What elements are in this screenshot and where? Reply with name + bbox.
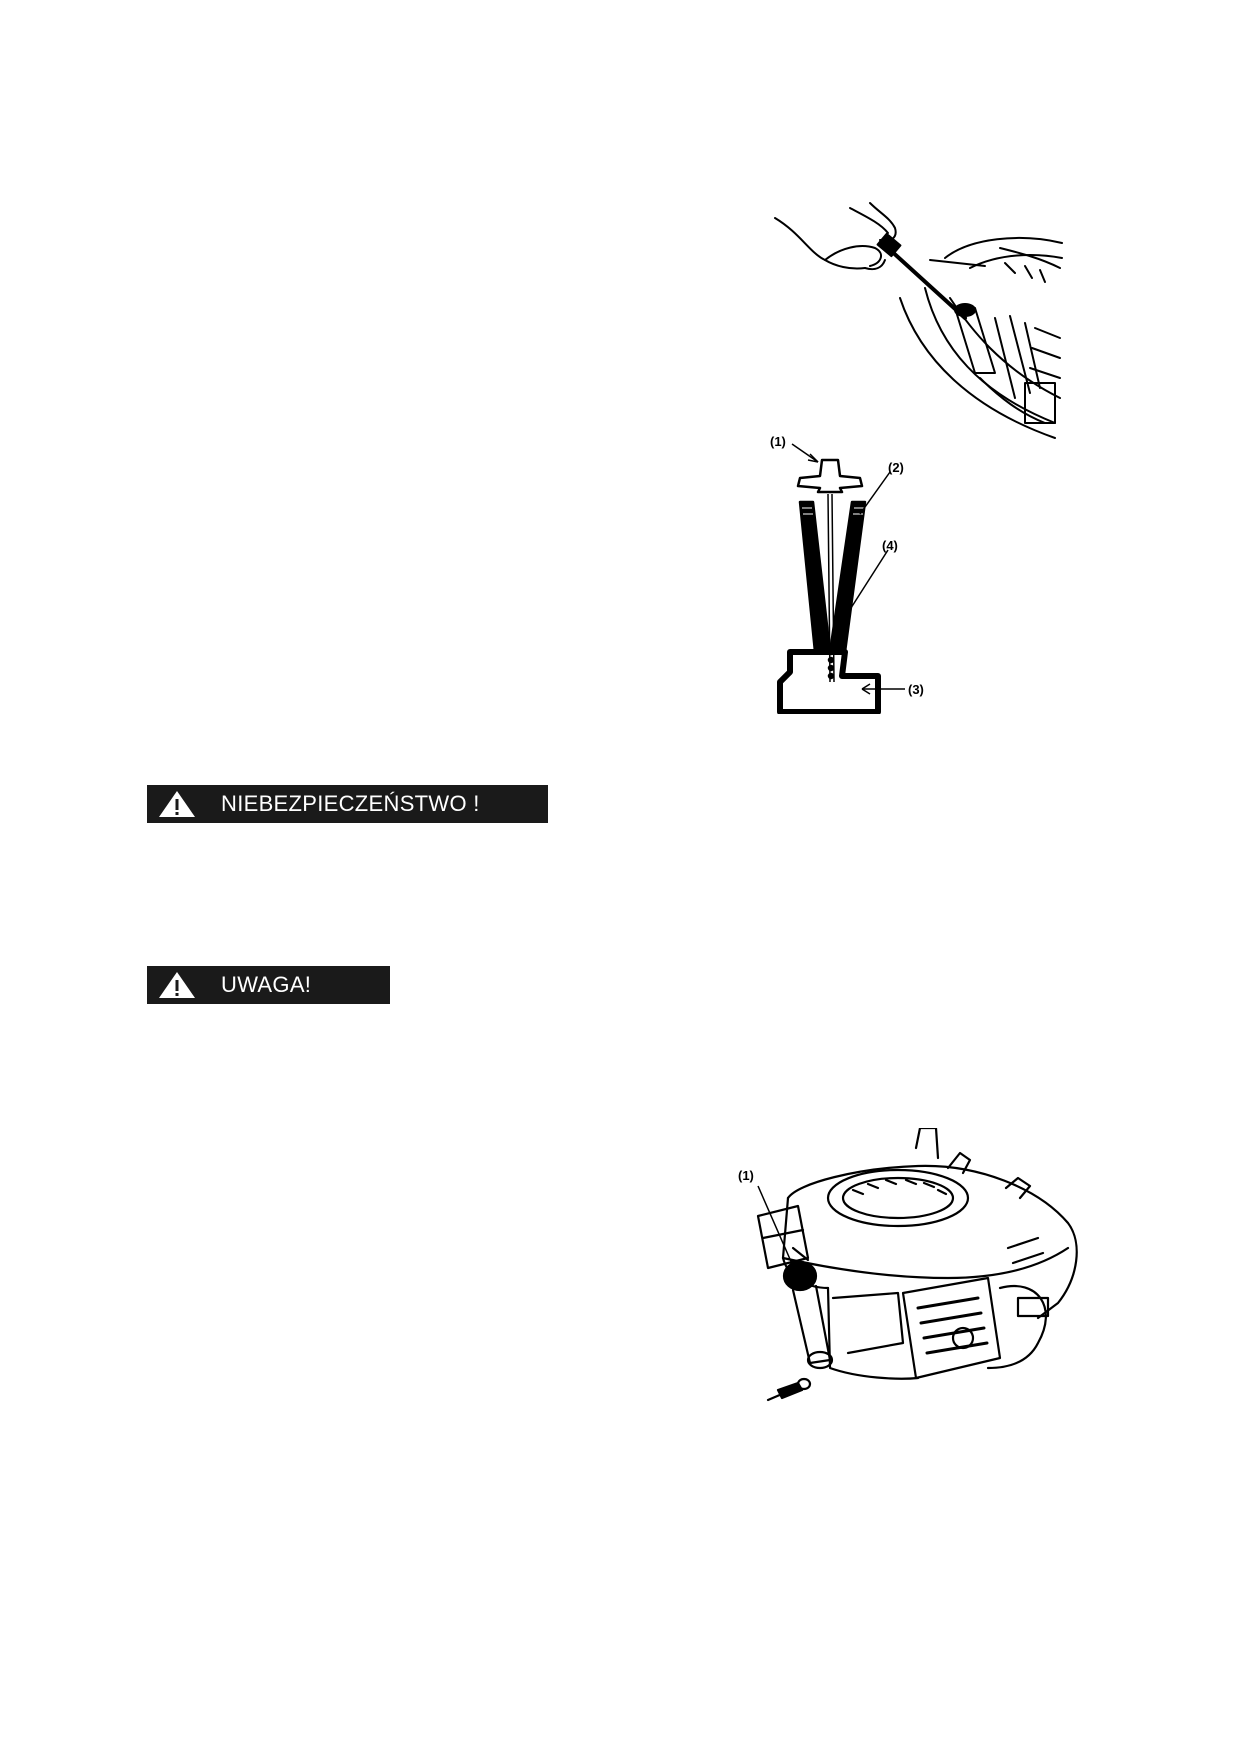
label-2: (2) [888,460,904,475]
label-3: (3) [908,682,924,697]
dipstick-cross-section-diagram: (1) (2) (3) (4) [770,434,924,714]
caution-warning-label: UWAGA! [221,972,312,997]
label-4: (4) [882,538,898,553]
label-1: (1) [738,1168,754,1183]
engine-oil-drain-illustration: (1) [738,1128,1078,1402]
danger-warning-label: NIEBEZPIECZEŃSTWO ! [221,791,480,816]
warning-triangle-icon [159,791,195,817]
warning-triangle-icon [159,972,195,998]
caution-warning-bar: UWAGA! [147,966,390,1004]
label-1: (1) [770,434,786,449]
dipstick-removal-illustration [774,202,1063,439]
danger-warning-bar: NIEBEZPIECZEŃSTWO ! [147,785,548,823]
